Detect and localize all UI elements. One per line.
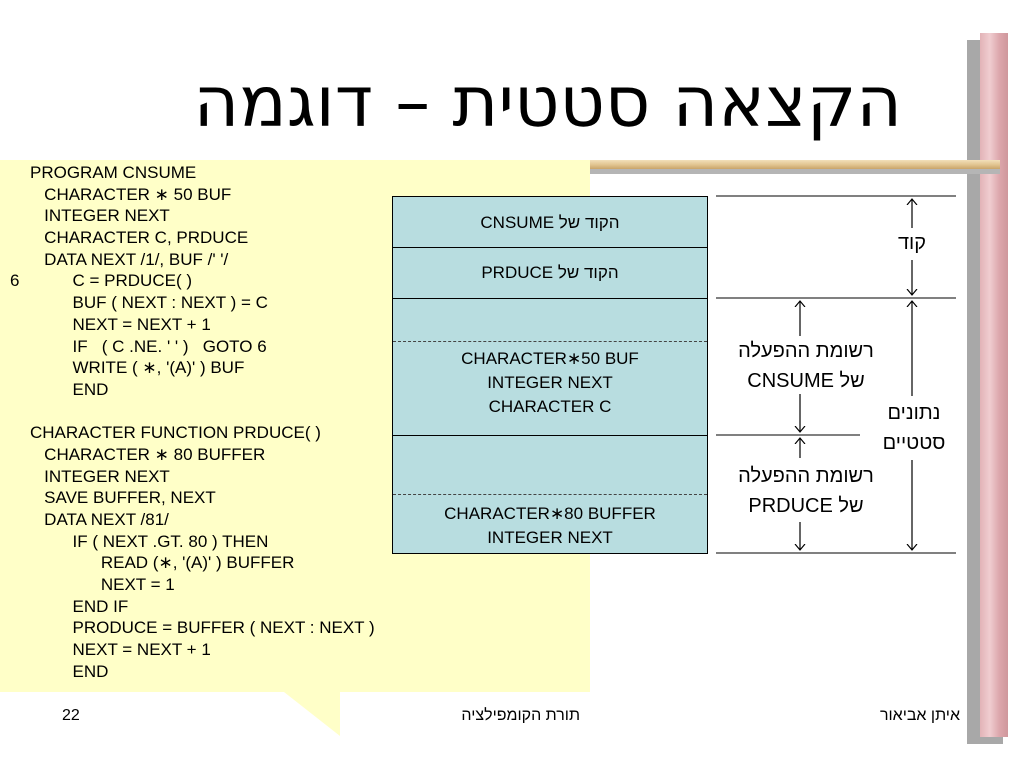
dashed-divider: [393, 494, 707, 495]
code-line: END: [0, 661, 590, 683]
code-text: NEXT = NEXT + 1: [30, 314, 211, 334]
code-text: DATA NEXT /1/, BUF /' '/: [30, 249, 229, 269]
code-text: PROGRAM CNSUME: [30, 163, 197, 182]
prduce-data-line: INTEGER NEXT: [487, 528, 613, 547]
code-text: IF ( NEXT .GT. 80 ) THEN: [30, 531, 269, 551]
code-text: END IF: [30, 596, 129, 616]
code-text: C = PRDUCE( ): [30, 271, 193, 291]
dashed-divider: [393, 341, 707, 342]
cnsume-data-line: CHARACTER C: [488, 397, 612, 416]
code-text: CHARACTER ∗ 50 BUF: [30, 184, 232, 204]
code-line: INTEGER NEXT: [0, 466, 590, 488]
code-line: WRITE ( ∗, '(A)' ) BUF: [0, 357, 590, 379]
author-name: איתן אביאור: [879, 707, 960, 724]
code-line: BUF ( NEXT : NEXT ) = C: [0, 292, 590, 314]
code-text: CHARACTER FUNCTION PRDUCE( ): [30, 423, 321, 443]
course-name: תורת הקומפילציה: [461, 707, 580, 724]
code-listing: PROGRAM CNSUME CHARACTER ∗ 50 BUF INTEGE…: [0, 162, 590, 683]
code-line: PROGRAM CNSUME: [0, 162, 590, 184]
code-line: NEXT = NEXT + 1: [0, 639, 590, 661]
code-line: 6 C = PRDUCE( ): [0, 270, 590, 292]
code-line: PRODUCE = BUFFER ( NEXT : NEXT ): [0, 617, 590, 639]
memory-layout: הקוד של CNSUME הקוד של PRDUCE CHARACTER∗…: [392, 196, 708, 554]
cnsume-record-label: רשומת ההפעלה של CNSUME: [738, 340, 874, 392]
code-line: CHARACTER C, PRDUCE: [0, 227, 590, 249]
code-line: READ (∗, '(A)' ) BUFFER: [0, 552, 590, 574]
code-text: PRODUCE = BUFFER ( NEXT : NEXT ): [30, 618, 375, 638]
code-line: DATA NEXT /1/, BUF /' '/: [0, 249, 590, 271]
static-data-label: נתונים סטטיים: [882, 402, 946, 454]
segment-divider: [393, 298, 707, 299]
code-text: END: [30, 379, 109, 399]
decorative-beam: [590, 160, 1000, 169]
code-line: SAVE BUFFER, NEXT: [0, 487, 590, 509]
code-line: IF ( C .NE. ' ' ) GOTO 6: [0, 336, 590, 358]
code-line: CHARACTER ∗ 50 BUF: [0, 184, 590, 206]
code-line: NEXT = 1: [0, 574, 590, 596]
cnsume-data-line: INTEGER NEXT: [487, 373, 613, 392]
decorative-pillar: [980, 33, 1008, 737]
code-line: INTEGER NEXT: [0, 205, 590, 227]
cnsume-data-line: CHARACTER∗50 BUF: [461, 349, 639, 368]
code-label: קוד: [897, 232, 927, 254]
line-label: 6: [10, 271, 20, 291]
beam-shadow: [590, 164, 1000, 174]
code-text: WRITE ( ∗, '(A)' ) BUF: [30, 358, 245, 378]
code-text: CHARACTER ∗ 80 BUFFER: [30, 444, 266, 464]
segment-divider: [393, 247, 707, 248]
slide-title: הקצאה סטטית – דוגמה: [193, 61, 902, 143]
code-line: CHARACTER FUNCTION PRDUCE( ): [0, 422, 590, 444]
code-line: CHARACTER ∗ 80 BUFFER: [0, 444, 590, 466]
code-line: NEXT = NEXT + 1: [0, 314, 590, 336]
code-text: NEXT = NEXT + 1: [30, 640, 211, 660]
code-line: DATA NEXT /81/: [0, 509, 590, 531]
code-text: READ (∗, '(A)' ) BUFFER: [30, 553, 295, 573]
code-line: IF ( NEXT .GT. 80 ) THEN: [0, 531, 590, 553]
code-text: IF ( C .NE. ' ' ) GOTO 6: [30, 336, 267, 356]
prduce-code-segment: הקוד של PRDUCE: [481, 263, 619, 282]
code-line: END IF: [0, 596, 590, 618]
prduce-data-line: CHARACTER∗80 BUFFER: [444, 504, 656, 523]
segment-divider: [393, 435, 707, 436]
page-number: 22: [62, 707, 80, 724]
code-line: END: [0, 379, 590, 401]
prduce-data-segment: CHARACTER∗80 BUFFER INTEGER NEXT: [393, 502, 707, 550]
code-text: INTEGER NEXT: [30, 466, 170, 486]
cnsume-data-segment: CHARACTER∗50 BUF INTEGER NEXT CHARACTER …: [393, 347, 707, 419]
code-text: SAVE BUFFER, NEXT: [30, 488, 216, 508]
prduce-record-label: רשומת ההפעלה של PRDUCE: [738, 465, 874, 517]
cnsume-code-segment: הקוד של CNSUME: [480, 213, 620, 232]
code-text: CHARACTER C, PRDUCE: [30, 228, 249, 248]
code-text: NEXT = 1: [30, 575, 175, 595]
code-text: BUF ( NEXT : NEXT ) = C: [30, 293, 268, 313]
code-text: END: [30, 661, 109, 681]
code-text: INTEGER NEXT: [30, 206, 170, 226]
code-text: DATA NEXT /81/: [30, 510, 169, 529]
